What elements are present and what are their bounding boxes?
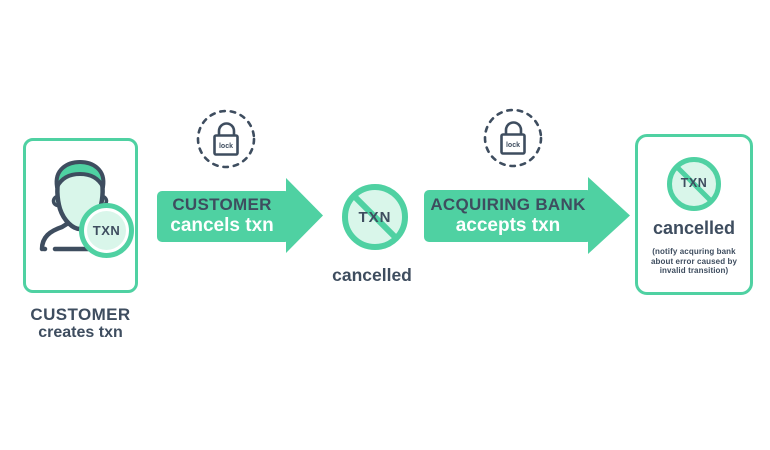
right-card-note: (notify acquring bank about error caused… (650, 247, 738, 275)
txn-badge-label: TXN (92, 223, 121, 238)
right-state-label: cancelled (652, 218, 736, 238)
arrow-2-action: accepts txn (455, 215, 561, 236)
arrow-1-action: cancels txn (170, 215, 274, 236)
invalid-transition-card: TXN cancelled (notify acquring bank abou… (635, 134, 753, 295)
lock-icon-2: lock (483, 108, 543, 168)
no-txn-icon-middle (342, 184, 408, 250)
no-txn-icon-right (667, 157, 721, 211)
lock-icon-2-label: lock (506, 142, 520, 149)
customer-card: TXN (23, 138, 138, 293)
lock-icon-1-label: lock (219, 143, 233, 150)
arrow-2-actor: ACQUIRING BANK (430, 195, 586, 214)
customer-card-caption: CUSTOMER creates txn (13, 306, 148, 341)
txn-badge: TXN (79, 203, 134, 258)
lock-icon-1: lock (196, 109, 256, 169)
arrow-bank-accepts (424, 177, 630, 254)
arrow-customer-cancels (157, 178, 323, 253)
middle-txn-label: TXN (358, 209, 392, 226)
arrow-2-caption: ACQUIRING BANK accepts txn (424, 196, 592, 238)
customer-card-subtitle: creates txn (38, 324, 123, 341)
arrow-1-actor: CUSTOMER (172, 195, 272, 214)
middle-state-label: cancelled (332, 265, 412, 285)
arrow-1-caption: CUSTOMER cancels txn (157, 196, 287, 238)
right-txn-label: TXN (680, 176, 708, 190)
customer-card-title: CUSTOMER (30, 305, 131, 324)
